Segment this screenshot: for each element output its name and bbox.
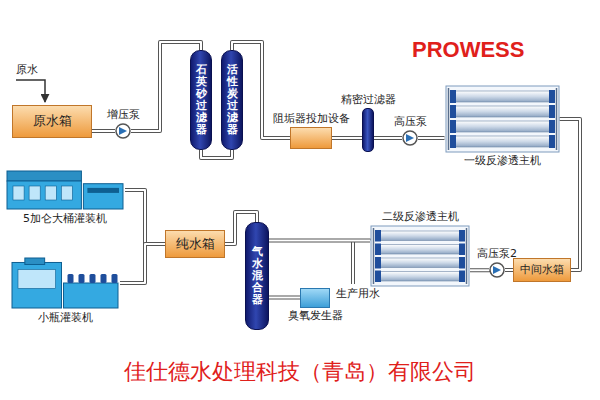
pipe-bore	[201, 150, 232, 158]
node-label: 阻垢器投加设备	[273, 112, 350, 126]
pipe-bore	[92, 130, 115, 132]
pipe	[120, 244, 165, 283]
pipe	[269, 240, 370, 241]
pipe-wall	[560, 119, 581, 270]
node-label: 活性炭过滤器	[227, 64, 238, 137]
booster-pump: 增压泵	[107, 107, 140, 139]
pipe-wall	[269, 296, 300, 300]
pipe	[201, 150, 232, 158]
node-label: 纯水箱	[176, 236, 215, 252]
pipe	[418, 138, 445, 139]
pipe-wall	[332, 136, 362, 140]
pipe-wall	[92, 129, 115, 133]
production-water-branch	[351, 242, 355, 284]
pipe-wall	[201, 150, 232, 158]
node-label: 原水箱	[33, 113, 72, 129]
pipe-wall	[120, 244, 165, 283]
pipe-wall	[374, 136, 402, 140]
pipe	[470, 270, 489, 271]
node-label: 高压泵2	[477, 247, 517, 261]
pipe-wall	[505, 268, 513, 272]
brand-title: PROWESS	[412, 36, 524, 64]
ro-unit-2: 二级反渗透主机	[370, 209, 470, 287]
bottle-filling-machine	[10, 256, 120, 310]
pipe-wall	[418, 136, 445, 140]
pure-water-tank: 纯水箱	[165, 230, 225, 258]
booster-pump-shape	[115, 123, 131, 139]
node-label: 小瓶灌装机	[38, 311, 93, 325]
node-label: 中间水箱	[520, 263, 564, 277]
node-label: 增压泵	[107, 108, 140, 122]
production-water-branch-inner	[352, 241, 354, 284]
pipe-wall	[269, 238, 370, 242]
membrane-stack	[445, 85, 560, 153]
node-label: 5加仑大桶灌装机	[23, 212, 107, 226]
flow-label: 原水	[16, 63, 38, 77]
high-pressure-pump-2: 高压泵2	[477, 246, 517, 278]
pipe-wall	[125, 190, 165, 244]
precision-filter: 精密过滤器	[341, 92, 396, 152]
bottle-filler-shape	[10, 256, 120, 310]
node-label: 气水混合器	[252, 246, 263, 306]
pipe-bore	[374, 137, 402, 139]
bottle-filler: 小瓶灌装机	[10, 256, 120, 326]
pipe-bore	[120, 244, 165, 283]
barrel-filling-machine	[5, 169, 125, 211]
pipe-bore	[269, 239, 370, 241]
pipe-bore	[505, 269, 513, 271]
node-label: 精密过滤器	[341, 93, 396, 107]
pipe-bore	[332, 137, 362, 139]
membrane-stack	[370, 225, 470, 287]
ro-unit-1: 一级反渗透主机	[445, 85, 560, 169]
flow-label: 生产用水	[336, 287, 380, 301]
pipe	[125, 190, 165, 244]
raw-water-inlet	[16, 80, 45, 102]
barrel-filler: 5加仑大桶灌装机	[5, 169, 125, 227]
pump-symbol	[489, 262, 505, 278]
pipe	[332, 137, 362, 138]
precision-filter-shape	[362, 108, 374, 152]
pipe	[560, 119, 581, 270]
high-pressure-pump-2-shape	[489, 262, 505, 278]
pipe-bore	[418, 137, 445, 139]
pipe	[92, 130, 115, 131]
company-caption: 佳仕德水处理科技（青岛）有限公司	[0, 358, 600, 386]
node-label: 二级反渗透主机	[382, 210, 459, 224]
high-pressure-pump: 高压泵	[394, 114, 427, 146]
antiscalant-dosing-shape	[290, 127, 332, 149]
pipe-bore	[560, 119, 581, 270]
node-label: 石英砂过滤器	[196, 64, 207, 137]
ro-unit-1-shape	[445, 85, 560, 153]
antiscalant-dosing: 阻垢器投加设备	[273, 111, 350, 149]
pipe-bore	[470, 269, 489, 271]
pipe-bore	[269, 297, 300, 299]
pipe	[269, 297, 300, 298]
pump-symbol	[115, 123, 131, 139]
gas-water-mixer: 气水混合器	[245, 222, 269, 330]
pipe-wall	[470, 268, 489, 272]
pipe	[374, 137, 402, 138]
ro-unit-2-shape	[370, 225, 470, 287]
barrel-filler-shape	[5, 169, 125, 211]
intermediate-tank: 中间水箱	[513, 258, 571, 282]
raw-water-tank: 原水箱	[12, 105, 92, 138]
pipe-bore	[125, 190, 165, 244]
ozone-generator-shape	[300, 288, 330, 308]
node-label: 高压泵	[394, 115, 427, 129]
sand-filter: 石英砂过滤器	[190, 50, 212, 150]
node-label: 一级反渗透主机	[464, 154, 541, 168]
carbon-filter: 活性炭过滤器	[221, 50, 243, 150]
high-pressure-pump-shape	[402, 130, 418, 146]
pipe	[505, 270, 513, 271]
node-label: 臭氧发生器	[288, 309, 343, 323]
ozone-generator: 臭氧发生器	[288, 288, 343, 324]
pump-symbol	[402, 130, 418, 146]
